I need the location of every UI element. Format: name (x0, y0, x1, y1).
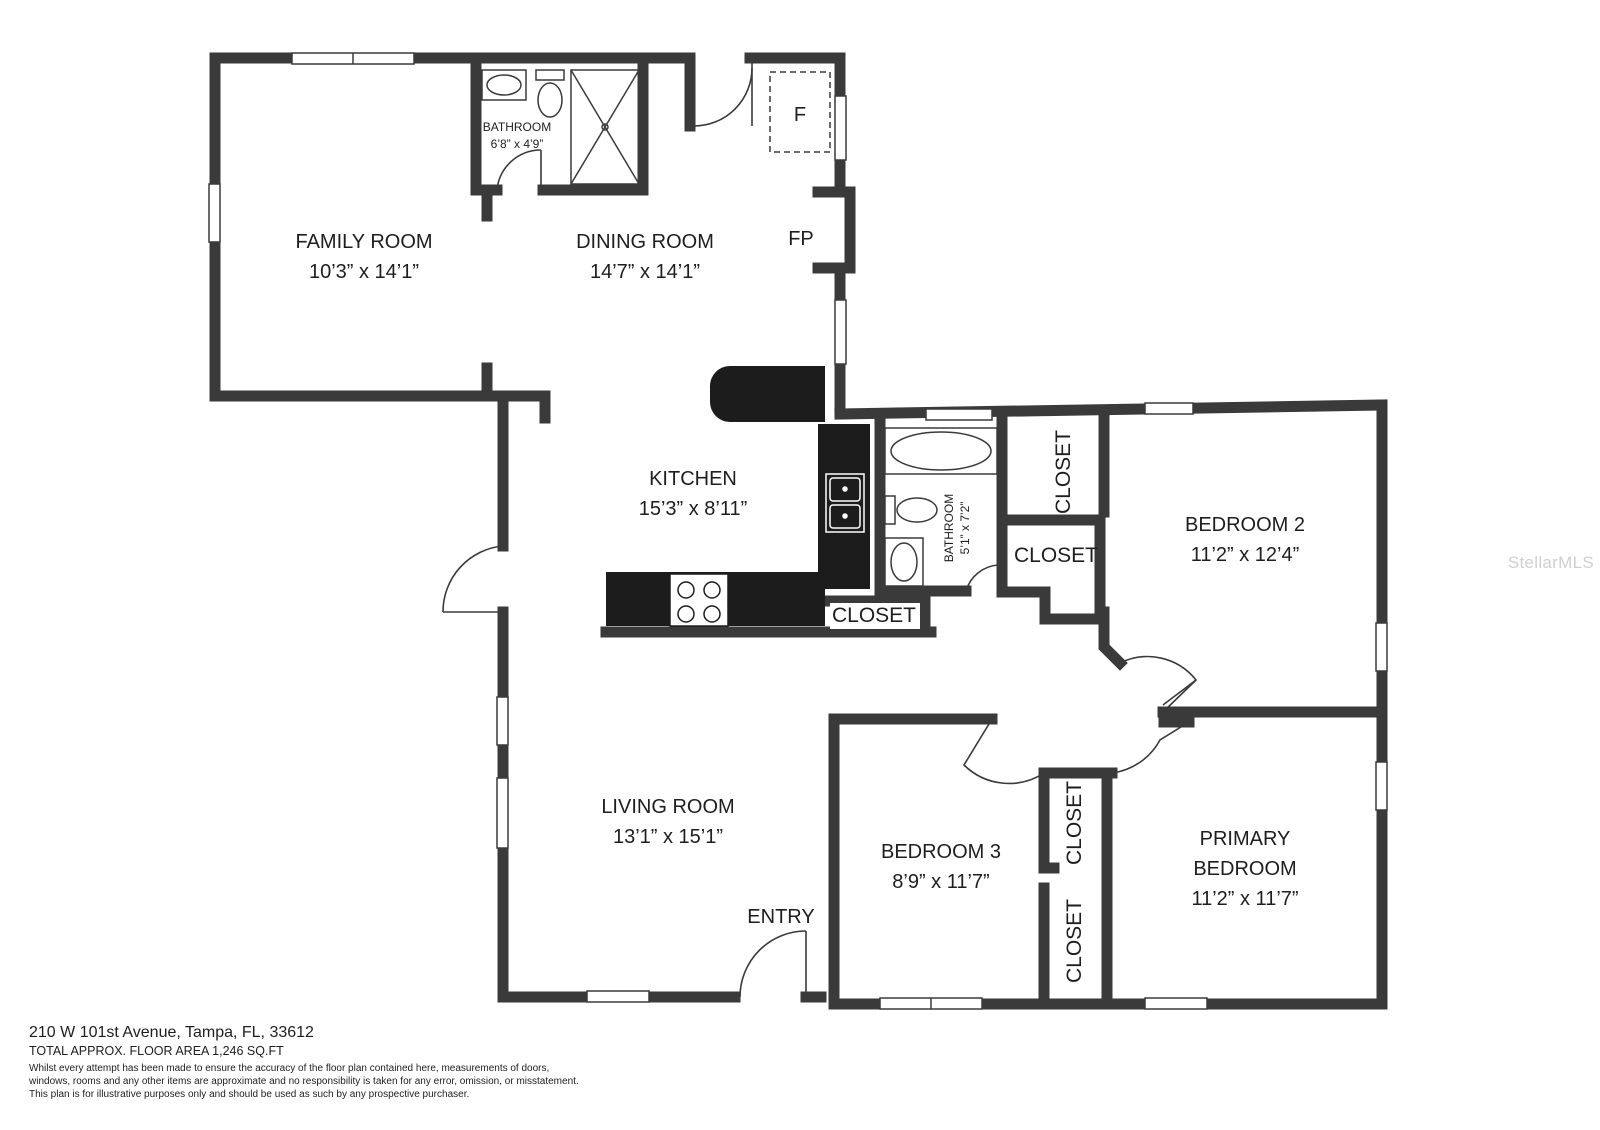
door-kitchen-side (442, 545, 504, 613)
primary-bedroom-name-2: BEDROOM (1193, 858, 1296, 880)
wall-closet-mid-left (1038, 767, 1060, 874)
door-dining-exterior (693, 67, 753, 127)
wall-kitchen-closet (823, 595, 931, 638)
disclaimer-line-1: Whilst every attempt has been made to en… (29, 1063, 550, 1074)
toilet-tank-top (535, 69, 565, 81)
disclaimer-line-2: windows, rooms and any other items are a… (29, 1076, 579, 1087)
window-mullions (352, 53, 932, 1009)
closet-label-kitchen: CLOSET (832, 604, 916, 627)
address: 210 W 101st Avenue, Tampa, FL, 33612 (29, 1024, 314, 1041)
door-bed3 (962, 718, 1045, 785)
door-bed2 (1119, 655, 1198, 713)
bedroom-3-dims: 8’9” x 11’7” (892, 871, 989, 893)
window-living-left-2 (496, 777, 509, 849)
dining-room-name: DINING ROOM (576, 231, 714, 253)
window-primary-bottom (1144, 997, 1208, 1010)
furnace-label: F (794, 104, 806, 126)
closet-kitchen-box (830, 603, 920, 629)
window-living-bottom (586, 990, 650, 1003)
top-bathroom-name: BATHROOM (483, 120, 551, 134)
kitchen-sink (825, 473, 865, 533)
fixtures (481, 69, 1108, 984)
window-living-left-1 (496, 696, 509, 746)
wall-bed3-left (828, 713, 998, 1010)
window-bed2-right (1375, 622, 1388, 672)
stove (669, 573, 729, 627)
door-bed2-b (1162, 679, 1197, 706)
shower (570, 69, 640, 185)
living-room-dims: 13’1” x 15’1” (613, 826, 723, 848)
door-primary (1111, 721, 1190, 774)
furnace-dashed (769, 71, 831, 153)
bathtub (884, 427, 998, 475)
wall-closet-upper (996, 514, 1106, 625)
top-bathroom-dims: 6’8” x 4’9” (491, 137, 544, 151)
wall-bed2-lower-left (1098, 606, 1128, 671)
toilet-hall (896, 497, 938, 523)
closet-label-mid: CLOSET (1063, 781, 1086, 865)
bedroom-2-name: BEDROOM 2 (1185, 514, 1305, 536)
wall-right-top (828, 399, 1388, 1010)
closet-label-low: CLOSET (1063, 899, 1086, 983)
wall-top-bath-right (537, 58, 649, 196)
walls (209, 52, 1388, 1010)
window-dining-right (834, 299, 847, 365)
toilet-top (537, 82, 563, 118)
primary-bedroom-name-1: PRIMARY (1200, 828, 1291, 850)
plan-footer: 210 W 101st Avenue, Tampa, FL, 33612 TOT… (29, 1023, 789, 1101)
primary-bedroom-dims: 11’2” x 11’7” (1191, 888, 1298, 910)
counter-peninsula (710, 366, 825, 422)
window-dining-right-top (834, 95, 847, 161)
living-room-name: LIVING ROOM (601, 796, 734, 818)
doors (442, 58, 1198, 998)
kitchen-dims: 15’3” x 8’11” (639, 498, 748, 520)
window-primary-right (1375, 761, 1388, 811)
closet-label-bath-side: CLOSET (1052, 430, 1075, 514)
toilet-tank-hall (884, 495, 896, 525)
window-bath-hall-top (925, 408, 993, 421)
door-bath-hall (965, 564, 999, 592)
window-family-left (208, 183, 221, 243)
labels: FAMILY ROOM 10’3” x 14’1” DINING ROOM 14… (295, 104, 1305, 983)
kitchen-name: KITCHEN (649, 468, 737, 490)
dining-room-dims: 14’7” x 14’1” (590, 261, 700, 283)
closet-label-hall: CLOSET (1014, 544, 1098, 567)
watermark: StellarMLS (1507, 553, 1594, 572)
hall-bathroom-name: BATHROOM (942, 494, 956, 562)
bedroom-2-dims: 11’2” x 12’4” (1191, 544, 1300, 566)
wall-bath-left (874, 408, 972, 597)
bedroom-3-name: BEDROOM 3 (881, 841, 1001, 863)
wall-fireplace (812, 186, 856, 274)
door-top-bath (496, 149, 542, 191)
window-bed2-top (1144, 402, 1194, 415)
wall-notch (492, 390, 551, 424)
fireplace-label: FP (788, 228, 814, 250)
family-room-dims: 10’3” x 14’1” (309, 261, 419, 283)
sink-hall (884, 537, 924, 587)
wall-closet-upper-left (996, 514, 1051, 625)
hall-bathroom-dims: 5’1” x 7’2” (958, 502, 972, 555)
total-area: TOTAL APPROX. FLOOR AREA 1,246 SQ.FT (29, 1044, 284, 1058)
door-entry (739, 930, 807, 998)
family-room-name: FAMILY ROOM (295, 231, 432, 253)
sink-top-bath (481, 69, 527, 101)
disclaimer-line-3: This plan is for illustrative purposes o… (29, 1089, 470, 1100)
entry-label: ENTRY (747, 906, 814, 928)
wall-family-left (209, 52, 493, 402)
